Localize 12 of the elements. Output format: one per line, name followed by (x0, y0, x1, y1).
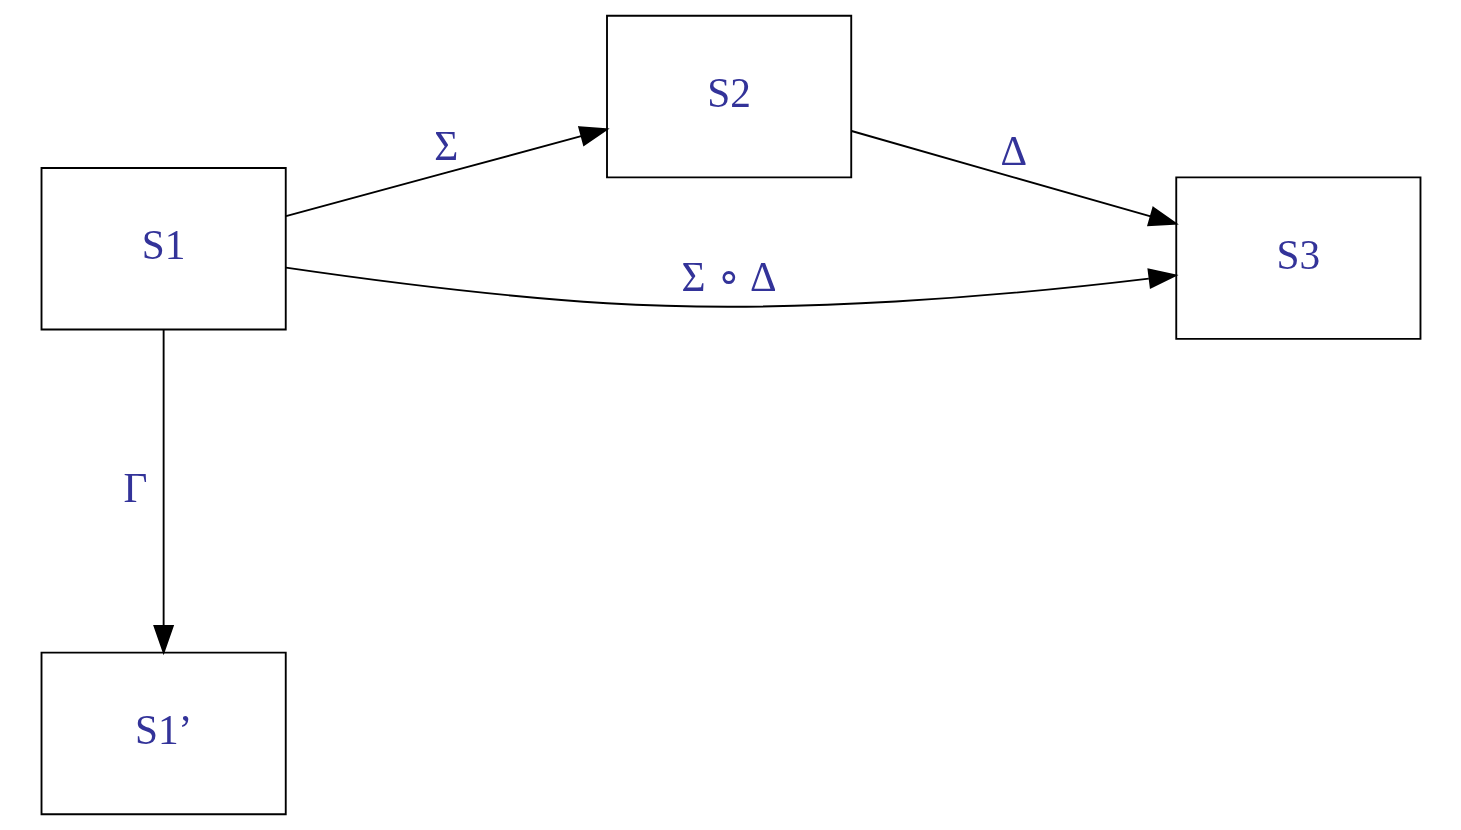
edge-label: Δ (999, 128, 1027, 175)
arrow (850, 130, 1179, 227)
edge-label: Σ (433, 122, 458, 169)
arrow (284, 126, 610, 217)
node-box: S3 (1174, 176, 1421, 340)
edge-label: Σ ∘ Δ (681, 254, 777, 301)
node-box: S1 (40, 167, 287, 331)
arrow (284, 266, 1178, 308)
node-box: S2 (605, 14, 852, 179)
edge-label: Γ (123, 464, 147, 511)
node-box: S1’ (40, 651, 287, 816)
arrow (152, 329, 174, 656)
